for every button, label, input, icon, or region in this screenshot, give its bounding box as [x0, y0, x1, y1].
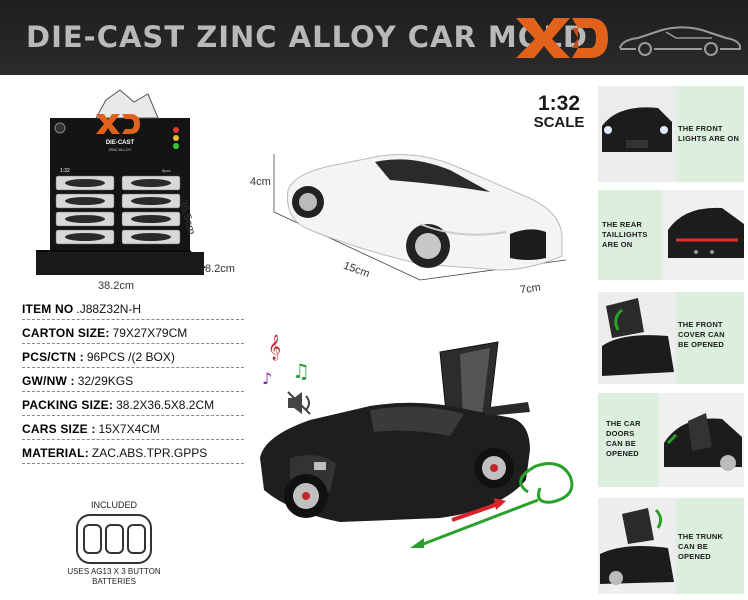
svg-text:ZINC ALLOY: ZINC ALLOY [108, 147, 131, 152]
spec-value: ZAC.ABS.TPR.GPPS [91, 446, 208, 460]
feature-line: THE CAR [606, 419, 641, 428]
spec-label: PCS/CTN : [22, 350, 84, 364]
car-width-label: 7cm [519, 281, 542, 297]
header-title: DIE-CAST ZINC ALLOY CAR MOLD [26, 20, 588, 54]
spec-label: MATERIAL: [22, 446, 89, 460]
feature-text: THE REAR TAILLIGHTS ARE ON [602, 220, 664, 250]
scale-ratio: 1:32 [537, 92, 581, 115]
spec-row: GW/NW : 32/29KGS [22, 368, 244, 392]
spec-label: CARTON SIZE: [22, 326, 110, 340]
front-cover-photo [598, 292, 676, 384]
car-height-label: 4cm [250, 176, 271, 188]
feature-text: THE FRONT COVER CAN BE OPENED [678, 320, 740, 350]
rear-lights-photo [662, 190, 744, 280]
spec-row: CARS SIZE : 15X7X4CM [22, 416, 244, 440]
feature-panel-doors: THE CAR DOORS CAN BE OPENED [598, 393, 744, 487]
feature-text: THE CAR DOORS CAN BE OPENED [606, 419, 668, 459]
doors-photo [658, 393, 744, 487]
feature-line: OPENED [678, 552, 711, 561]
feature-line: LIGHTS ARE ON [678, 134, 740, 143]
spec-label: GW/NW : [22, 374, 75, 388]
spec-label: CARS SIZE : [22, 422, 96, 436]
feature-text: THE TRUNK CAN BE OPENED [678, 532, 740, 562]
feature-line: CAN BE OPENED [606, 439, 639, 458]
spec-row: PCS/CTN : 96PCS /(2 BOX) [22, 344, 244, 368]
feature-line: ARE ON [602, 240, 633, 249]
battery-pack-icon [76, 514, 152, 564]
spec-row: ITEM NO .J88Z32N-H [22, 296, 244, 320]
svg-text:♫: ♫ [292, 359, 310, 383]
spec-value: 32/29KGS [77, 374, 134, 388]
car-silhouette-icon [619, 26, 741, 56]
feature-line: CAN BE [678, 542, 708, 551]
included-batteries: INCLUDED USES AG13 X 3 BUTTON BATTERIES [60, 500, 168, 587]
feature-panel-front-lights: THE FRONT LIGHTS ARE ON [598, 86, 744, 182]
feature-line: THE FRONT [678, 124, 723, 133]
svg-text:8pcs: 8pcs [162, 168, 170, 173]
feature-line: BE OPENED [678, 340, 724, 349]
svg-text:1:32: 1:32 [60, 168, 70, 174]
header-banner: DIE-CAST ZINC ALLOY CAR MOLD [0, 0, 748, 75]
spec-value: 15X7X4CM [98, 422, 160, 436]
spec-label: PACKING SIZE: [22, 398, 114, 412]
spec-list: ITEM NO .J88Z32N-H CARTON SIZE: 79X27X79… [22, 296, 244, 464]
feature-text: THE FRONT LIGHTS ARE ON [678, 124, 740, 144]
scale-word: SCALE [533, 114, 585, 131]
feature-panel-trunk: THE TRUNK CAN BE OPENED [598, 498, 744, 594]
display-box-image: DIE-CAST ZINC ALLOY 1:32 8pcs [36, 89, 206, 275]
spec-value: 96PCS /(2 BOX) [86, 350, 175, 364]
scale-badge: 1:32 SCALE [530, 93, 588, 131]
feature-line: DOORS [606, 429, 635, 438]
included-caption-line1: USES AG13 X 3 BUTTON [67, 567, 161, 576]
svg-text:DIE-CAST: DIE-CAST [106, 140, 135, 146]
front-lights-photo [598, 86, 676, 182]
svg-text:♪: ♪ [262, 369, 272, 388]
spec-value: 38.2X36.5X8.2CM [116, 398, 215, 412]
trunk-photo [598, 498, 676, 594]
box-length-label: 38.2cm [98, 280, 135, 292]
spec-row: PACKING SIZE: 38.2X36.5X8.2CM [22, 392, 244, 416]
feature-line: THE FRONT [678, 320, 723, 329]
white-car-image [273, 154, 567, 281]
feature-panel-front-cover: THE FRONT COVER CAN BE OPENED [598, 292, 744, 384]
black-car-image [260, 341, 530, 522]
music-notes-icon: 𝄞 ♪ ♫ [262, 334, 311, 415]
spec-row: MATERIAL: ZAC.ABS.TPR.GPPS [22, 440, 244, 464]
box-height-label: 8.2cm [205, 263, 235, 275]
included-title: INCLUDED [90, 500, 137, 510]
motion-arrows-icon [410, 462, 574, 548]
spec-row: CARTON SIZE: 79X27X79CM [22, 320, 244, 344]
feature-panel-rear-lights: THE REAR TAILLIGHTS ARE ON [598, 190, 744, 280]
svg-text:𝄞: 𝄞 [268, 334, 281, 360]
feature-line: THE TRUNK [678, 532, 724, 541]
feature-line: THE REAR [602, 220, 642, 229]
feature-line: COVER CAN [678, 330, 725, 339]
spec-label: ITEM NO [22, 302, 74, 316]
xd-logo [516, 18, 608, 58]
spec-value: 79X27X79CM [112, 326, 188, 340]
feature-line: TAILLIGHTS [602, 230, 648, 239]
included-caption-line2: BATTERIES [92, 577, 136, 586]
spec-value: .J88Z32N-H [76, 302, 142, 316]
